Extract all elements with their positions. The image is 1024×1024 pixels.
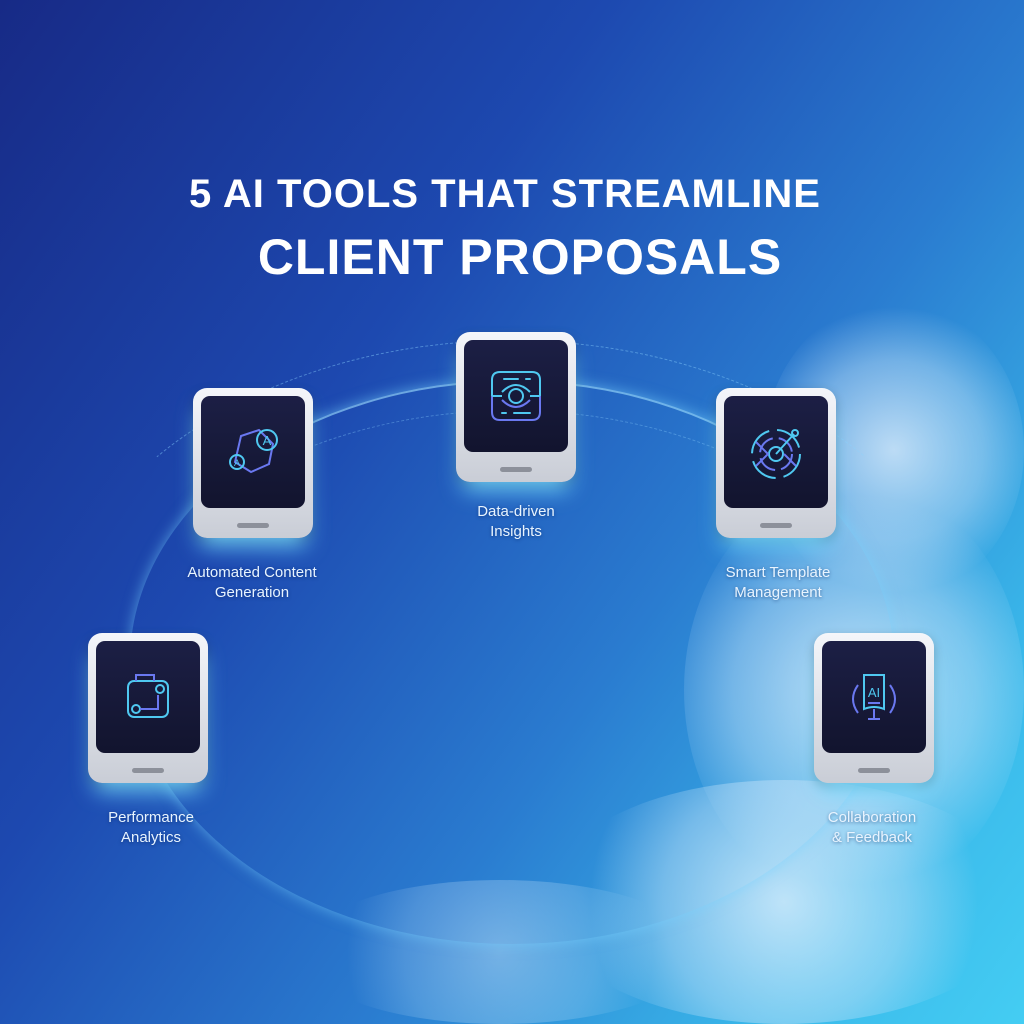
card-screen (724, 396, 828, 508)
tool-card-performance-analytics[interactable] (88, 633, 208, 783)
tool-card-collaboration[interactable]: AI (814, 633, 934, 783)
title-line-2: CLIENT PROPOSALS (257, 229, 783, 285)
label-line: Generation (214, 584, 290, 601)
tool-label: Data-driven Insights (416, 502, 616, 542)
label-line: Management (734, 584, 822, 601)
ai-book-icon: AI (852, 674, 896, 720)
tool-card-data-driven[interactable] (456, 332, 576, 482)
label-line: Collaboration (827, 809, 917, 826)
tool-label: Automated Content Generation (152, 563, 352, 603)
tool-card-smart-template[interactable] (716, 388, 836, 538)
label-line: Insights (490, 523, 542, 540)
svg-text:A: A (234, 458, 240, 468)
radar-target-icon (751, 429, 801, 479)
card-screen (464, 340, 568, 452)
tool-label: Collaboration & Feedback (772, 808, 972, 848)
svg-text:A: A (263, 433, 272, 448)
card-handle (500, 467, 532, 472)
card-handle (132, 768, 164, 773)
label-line: Smart Template (725, 564, 831, 581)
card-handle (858, 768, 890, 773)
card-screen: AI (822, 641, 926, 753)
label-line: Analytics (120, 829, 182, 846)
connected-squares-icon (127, 674, 169, 718)
label-line: & Feedback (831, 829, 913, 846)
card-handle (760, 523, 792, 528)
card-handle (237, 523, 269, 528)
label-line: Performance (108, 809, 194, 826)
label-line: Automated Content (187, 564, 317, 581)
tool-label: Performance Analytics (51, 808, 251, 848)
svg-text:AI: AI (868, 685, 880, 700)
label-line: Data-driven (477, 503, 555, 520)
hexagon-letters-icon: A A (229, 428, 278, 474)
title-line-1: 5 AI TOOLS THAT STREAMLINE (189, 172, 821, 216)
data-circle-icon (491, 371, 541, 421)
card-screen: A A (201, 396, 305, 508)
card-screen (96, 641, 200, 753)
tool-label: Smart Template Management (678, 563, 878, 603)
tool-card-automated-content[interactable]: A A (193, 388, 313, 538)
